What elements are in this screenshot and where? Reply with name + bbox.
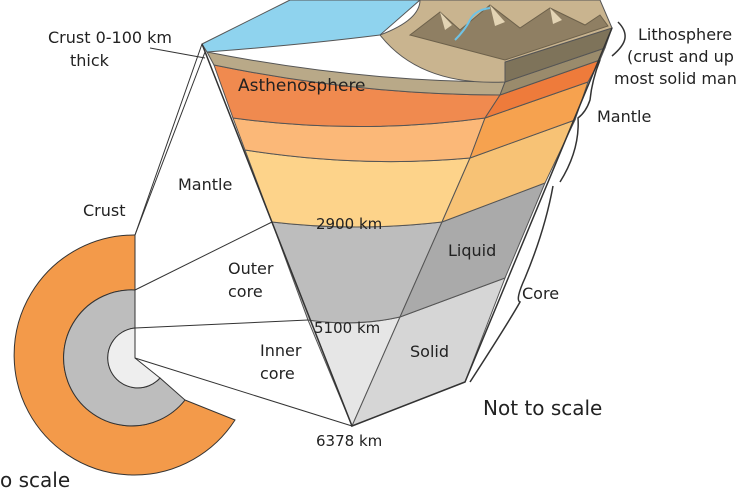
connector-center xyxy=(134,357,353,427)
cone-front-face xyxy=(201,0,506,428)
depth-5100-label: 5100 km xyxy=(314,319,380,337)
connector-inner-core xyxy=(134,319,309,329)
depth-6378-label: 6378 km xyxy=(316,432,382,450)
right-brackets xyxy=(469,21,626,383)
liquid-label: Liquid xyxy=(448,241,496,260)
outer-core-label-1: Outer xyxy=(228,259,274,278)
connector-crust xyxy=(134,43,203,236)
mantle-right-label: Mantle xyxy=(597,107,651,126)
mantle-bracket xyxy=(559,59,601,183)
lithosphere-label-3: most solid man xyxy=(614,69,737,88)
cone-outline xyxy=(201,27,613,427)
mountain-highlight xyxy=(440,5,562,30)
inner-core-label-1: Inner xyxy=(260,341,302,360)
scale-inner-core xyxy=(107,327,161,389)
mantle-left-label: Mantle xyxy=(178,175,232,194)
lithosphere-label-1: Lithosphere xyxy=(638,25,732,44)
inner-core-label-2: core xyxy=(260,364,295,383)
solid-label: Solid xyxy=(410,342,449,361)
connector-mantle-top xyxy=(134,51,206,236)
asthenosphere-label: Asthenosphere xyxy=(238,76,366,96)
crust-thickness-label-1: Crust 0-100 km xyxy=(48,28,172,47)
outer-core-label-2: core xyxy=(228,282,263,301)
lithosphere-label-2: (crust and up xyxy=(627,47,734,66)
crust-leader-line xyxy=(149,47,206,59)
crust-thickness-label-2: thick xyxy=(70,51,110,70)
river xyxy=(454,7,491,41)
not-to-scale-label: Not to scale xyxy=(483,396,602,420)
crust-left-label: Crust xyxy=(83,201,126,220)
to-scale-section xyxy=(13,43,353,476)
cone-side-face xyxy=(351,27,613,427)
connector-outer-core xyxy=(134,221,273,291)
terrain-top xyxy=(379,0,613,83)
core-right-label: Core xyxy=(522,284,559,303)
ocean-front xyxy=(201,0,421,53)
depth-2900-label: 2900 km xyxy=(316,215,382,233)
core-bracket xyxy=(469,185,554,383)
to-scale-label: o scale xyxy=(0,468,70,492)
lithosphere-bracket xyxy=(611,21,626,57)
